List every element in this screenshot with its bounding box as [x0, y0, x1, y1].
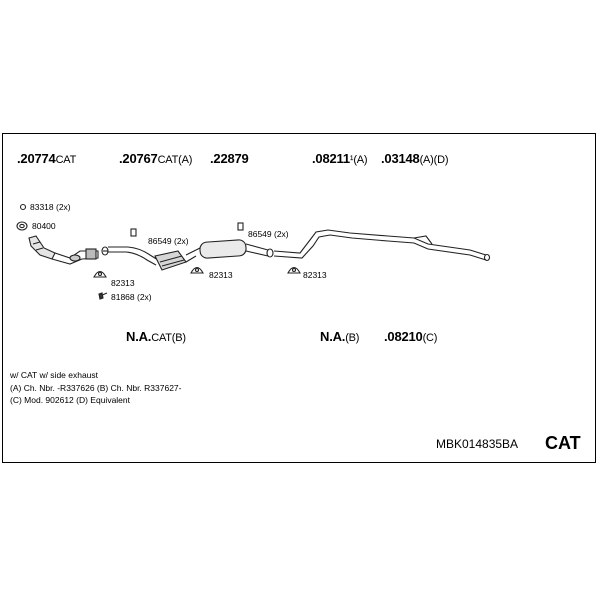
callout-81868: 81868 (2x) [111, 292, 152, 302]
diagram-frame [2, 133, 596, 463]
note-line-3: (C) Mod. 902612 (D) Equivalent [10, 395, 131, 405]
rear-pipe-icon [273, 229, 491, 262]
callout-83318: 83318 (2x) [30, 202, 71, 212]
part-22879: .22879 [210, 151, 249, 166]
front-cat-icon [28, 235, 99, 265]
part-08210: .08210(C) [384, 329, 438, 344]
callout-80400: 80400 [32, 221, 56, 231]
callout-86549-b: 86549 (2x) [248, 229, 289, 239]
note-line-2: (A) Ch. Nbr. -R337626 (B) Ch. Nbr. R3376… [10, 383, 182, 393]
note-line-1: w/ CAT w/ side exhaust [10, 370, 99, 380]
clamp-icon [130, 222, 244, 237]
part-20767: .20767CAT(A) [119, 151, 193, 166]
kit-code: MBK014835BA [436, 437, 519, 451]
cat-converter-icon [108, 246, 197, 271]
part-na-cat-b: N.A.CAT(B) [126, 329, 186, 344]
bolt-icon [101, 246, 109, 256]
screw-icon [98, 292, 108, 300]
callout-86549-a: 86549 (2x) [148, 236, 189, 246]
callout-82313-c: 82313 [303, 270, 327, 280]
part-20774: .20774CAT [17, 151, 77, 166]
part-na-b: N.A.(B) [320, 329, 360, 344]
part-08211: .08211¹(A) [312, 151, 368, 166]
gasket-icon [16, 221, 28, 231]
ring-icon [19, 203, 27, 211]
callout-82313-b: 82313 [209, 270, 233, 280]
part-03148: .03148(A)(D) [381, 151, 449, 166]
kit-type-label: CAT [545, 433, 581, 453]
middle-muffler-icon [195, 239, 274, 259]
hanger-icon [93, 266, 301, 278]
callout-82313-a: 82313 [111, 278, 135, 288]
